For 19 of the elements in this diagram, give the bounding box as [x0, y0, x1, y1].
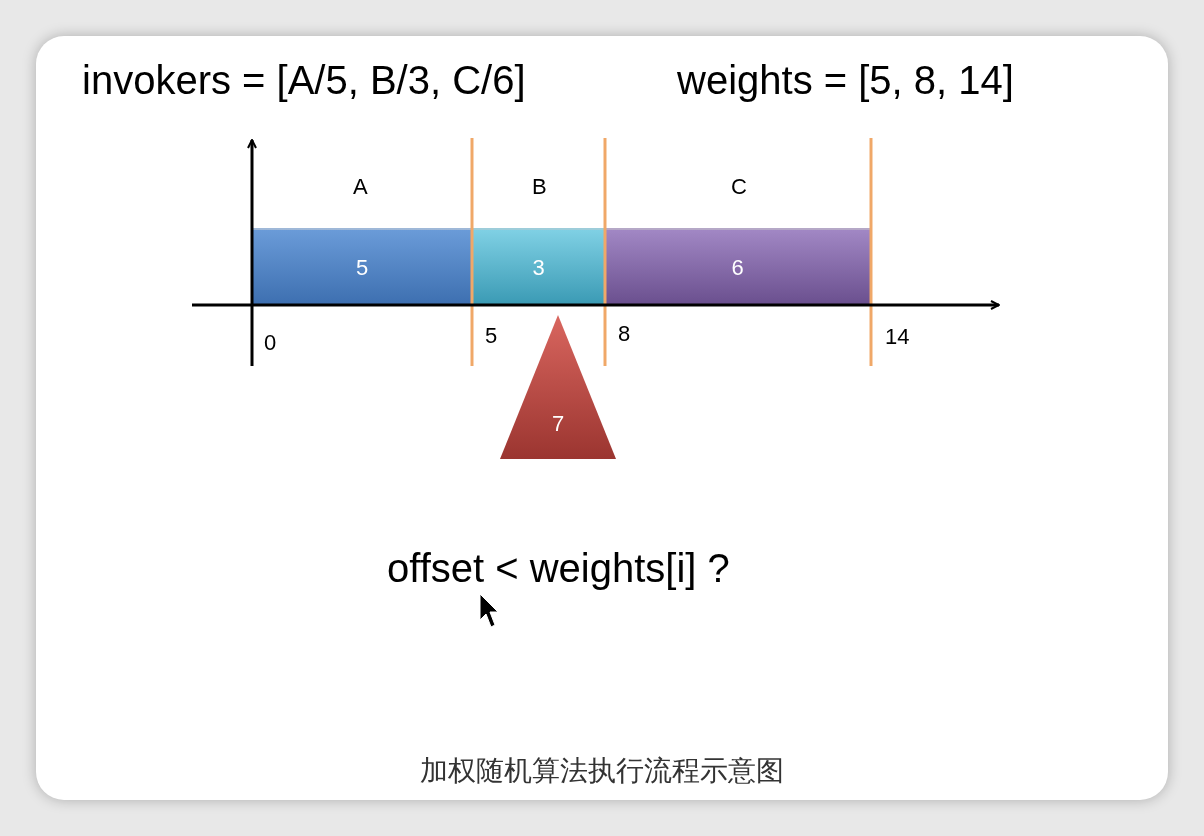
value-text: 3 [532, 254, 545, 281]
triangle-pointer [500, 315, 616, 459]
segment-label: B [532, 176, 547, 198]
segment-label: A [353, 176, 368, 198]
bar-segment [252, 228, 472, 305]
value-text: 7 [550, 411, 566, 437]
value-text: 6 [731, 254, 744, 281]
segment-label: C [731, 176, 747, 198]
question-text: offset < weights[i] ? [387, 548, 730, 588]
caption: 加权随机算法执行流程示意图 [419, 757, 785, 785]
tick-label: 14 [885, 326, 910, 348]
bar-segment [472, 228, 605, 305]
tick-label: 0 [264, 332, 277, 354]
code-text: weights = [5, 8, 14] [677, 60, 1014, 100]
tick-label: 5 [485, 325, 498, 347]
tick-label: 8 [618, 323, 631, 345]
code-text: invokers = [A/5, B/3, C/6] [82, 60, 526, 100]
value-text: 5 [355, 254, 369, 281]
bar-segment [605, 228, 870, 305]
